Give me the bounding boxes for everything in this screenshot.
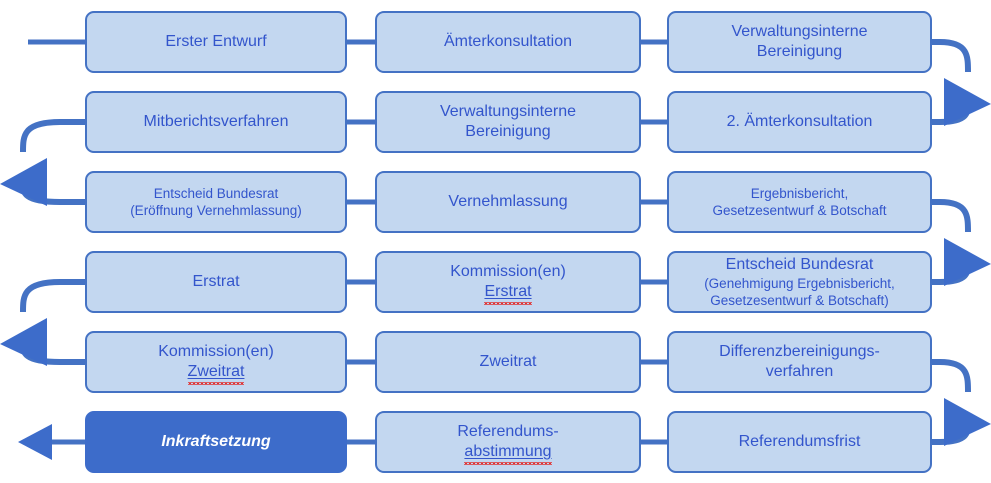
flow-box-kommissionen-zweitrat[interactable]: Kommission(en) Zweitrat [85, 331, 347, 393]
flow-row: Erstrat Kommission(en) Erstrat Entscheid… [0, 251, 991, 313]
box-line: 2. Ämterkonsultation [726, 113, 873, 130]
box-line: Kommission(en) [158, 343, 274, 360]
box-line: Entscheid Bundesrat [725, 256, 874, 273]
box-line: (Genehmigung Ergebnisbericht, [704, 276, 895, 291]
box-line: Entscheid Bundesrat [153, 186, 279, 201]
flow-box-kommissionen-erstrat[interactable]: Kommission(en) Erstrat [375, 251, 641, 313]
flow-box-entscheid-bundesrat-genehmigung[interactable]: Entscheid Bundesrat (Genehmigung Ergebni… [667, 251, 932, 313]
box-line-misspelled: abstimmung [464, 443, 552, 465]
flow-box-differenzbereinigungsverfahren[interactable]: Differenzbereinigungs- verfahren [667, 331, 932, 393]
box-line: Verwaltungsinterne [731, 23, 868, 40]
box-line: Gesetzesentwurf & Botschaft [712, 203, 887, 218]
flow-box-mitberichtsverfahren[interactable]: Mitberichtsverfahren [85, 91, 347, 153]
box-line: verfahren [765, 363, 834, 380]
box-line: Verwaltungsinterne [439, 103, 577, 120]
box-line: Referendumsfrist [738, 433, 861, 450]
flow-box-referendumsfrist[interactable]: Referendumsfrist [667, 411, 932, 473]
box-line: Differenzbereinigungs- [719, 343, 880, 360]
box-line: Referendums- [457, 423, 559, 440]
flow-box-ergebnisbericht-gesetzesentwurf-botschaft[interactable]: Ergebnisbericht, Gesetzesentwurf & Botsc… [667, 171, 932, 233]
box-line: Bereinigung [756, 43, 843, 60]
flow-row: Kommission(en) Zweitrat Zweitrat Differe… [0, 331, 991, 393]
flow-box-erster-entwurf[interactable]: Erster Entwurf [85, 11, 347, 73]
flow-row: Mitberichtsverfahren Verwaltungsinterne … [0, 91, 991, 153]
box-line: Erstrat [192, 273, 240, 290]
flow-box-entscheid-bundesrat-eroeffnung[interactable]: Entscheid Bundesrat (Eröffnung Vernehmla… [85, 171, 347, 233]
flow-box-aemterkonsultation[interactable]: Ämterkonsultation [375, 11, 641, 73]
flow-box-vernehmlassung[interactable]: Vernehmlassung [375, 171, 641, 233]
box-line: Erster Entwurf [165, 33, 267, 50]
flow-box-zweite-aemterkonsultation[interactable]: 2. Ämterkonsultation [667, 91, 932, 153]
box-line: (Eröffnung Vernehmlassung) [130, 203, 302, 218]
flow-box-verwaltungsinterne-bereinigung-2[interactable]: Verwaltungsinterne Bereinigung [375, 91, 641, 153]
box-line: Ergebnisbericht, [750, 186, 849, 201]
flow-box-zweitrat[interactable]: Zweitrat [375, 331, 641, 393]
flow-row: Inkraftsetzung Referendums- abstimmung R… [0, 411, 991, 473]
box-line: Vernehmlassung [448, 193, 568, 210]
flow-box-erstrat[interactable]: Erstrat [85, 251, 347, 313]
box-line: Kommission(en) [450, 263, 566, 280]
flow-row: Entscheid Bundesrat (Eröffnung Vernehmla… [0, 171, 991, 233]
flow-row: Erster Entwurf Ämterkonsultation Verwalt… [0, 11, 991, 73]
box-line-misspelled: Zweitrat [187, 363, 245, 385]
box-line: Bereinigung [465, 123, 551, 140]
flow-box-inkraftsetzung[interactable]: Inkraftsetzung [85, 411, 347, 473]
box-line: Gesetzesentwurf & Botschaft) [710, 293, 889, 308]
box-line: Mitberichtsverfahren [143, 113, 289, 130]
box-line: Inkraftsetzung [161, 433, 271, 450]
box-line-misspelled: Erstrat [484, 283, 532, 305]
flow-box-verwaltungsinterne-bereinigung-1[interactable]: Verwaltungsinterne Bereinigung [667, 11, 932, 73]
box-line: Zweitrat [479, 353, 537, 370]
flow-box-referendumsabstimmung[interactable]: Referendums- abstimmung [375, 411, 641, 473]
box-line: Ämterkonsultation [443, 33, 573, 50]
